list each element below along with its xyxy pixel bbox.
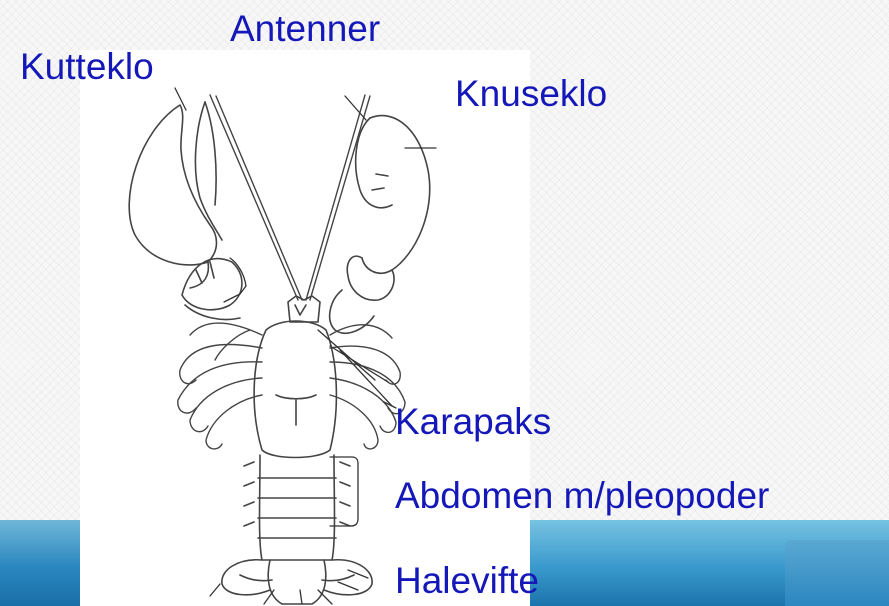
- label-kutteklo: Kutteklo: [20, 48, 154, 85]
- label-halevifte: Halevifte: [395, 562, 539, 599]
- carapace: [254, 321, 336, 458]
- walking-legs-left: [178, 323, 262, 449]
- label-knuseklo: Knuseklo: [455, 75, 607, 112]
- abdomen: [244, 455, 350, 560]
- antennae: [210, 95, 370, 300]
- tail-fan: [222, 560, 372, 604]
- cutting-claw: [129, 102, 242, 319]
- label-abdomen: Abdomen m/pleopoder: [395, 477, 769, 514]
- label-antenner: Antenner: [230, 10, 380, 47]
- head: [288, 296, 320, 322]
- walking-legs-right: [330, 325, 405, 449]
- label-karapaks: Karapaks: [395, 403, 551, 440]
